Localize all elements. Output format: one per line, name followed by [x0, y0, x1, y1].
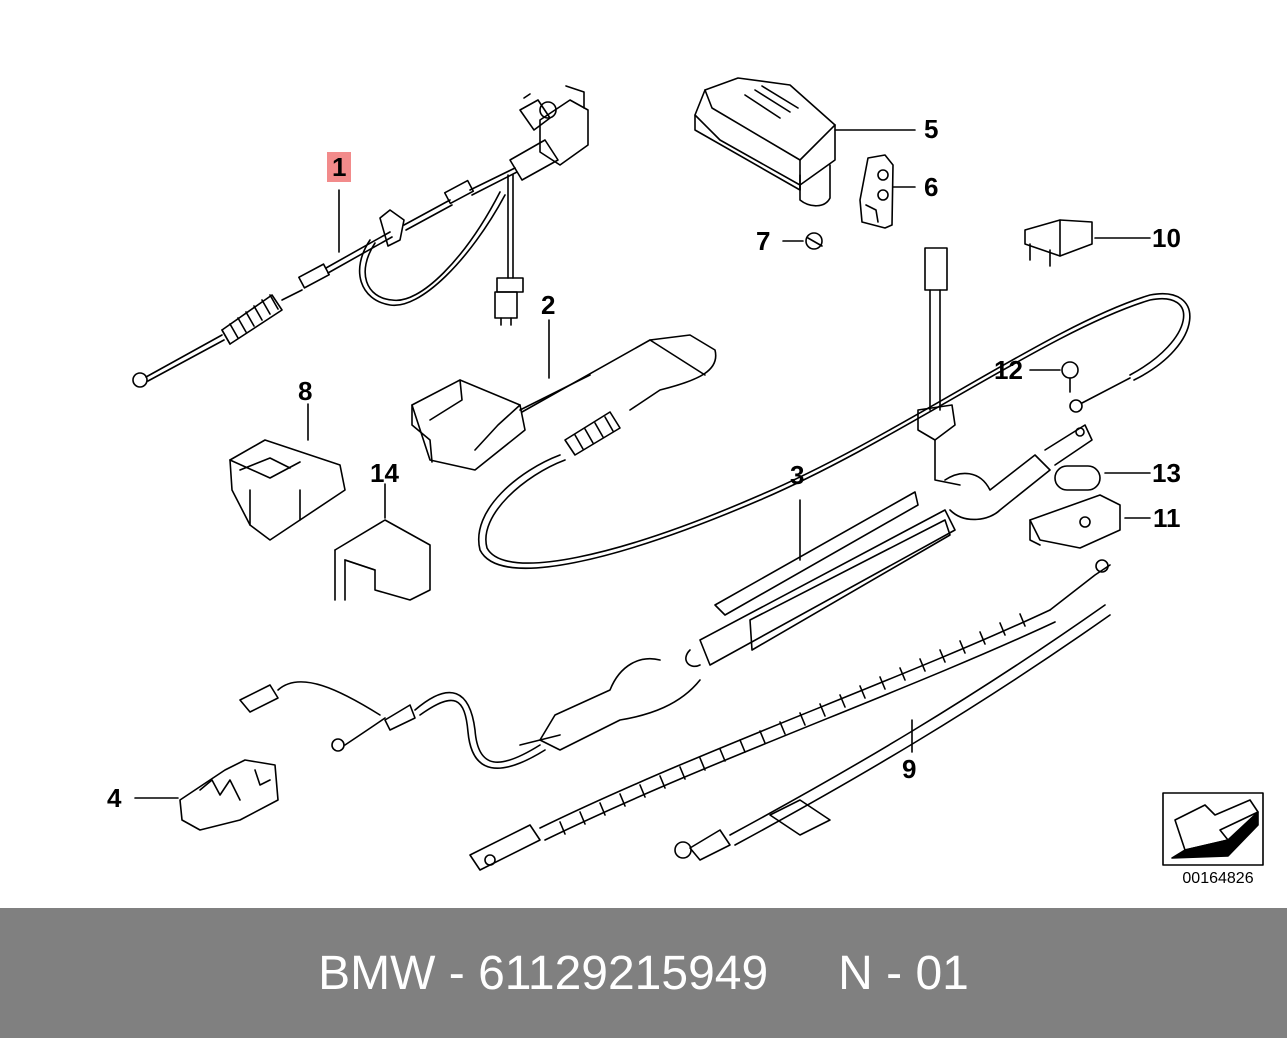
part-5-module	[694, 77, 916, 207]
reference-number: 00164826	[1182, 870, 1254, 887]
callout-1: 1	[327, 152, 352, 182]
part-3-actuator	[519, 247, 1093, 751]
callout-9: 9	[902, 754, 917, 784]
footer-page-label: N - 01	[838, 946, 969, 1000]
callout-13: 13	[1152, 458, 1181, 488]
callout-4: 4	[107, 783, 122, 813]
callout-5: 5	[924, 114, 939, 144]
callout-8: 8	[298, 376, 313, 406]
part-2-cable	[411, 292, 1191, 569]
callout-2: 2	[541, 290, 556, 320]
part-1-cable	[132, 85, 589, 388]
callout-6: 6	[924, 172, 939, 202]
callout-10: 10	[1152, 223, 1181, 253]
part-8-switch	[229, 403, 346, 541]
part-6-bracket	[859, 154, 916, 229]
part-9-cables	[469, 559, 1111, 871]
callout-11: 11	[1153, 503, 1181, 533]
direction-arrow-icon	[1162, 792, 1264, 866]
part-7-clip	[782, 232, 823, 250]
callout-12: 12	[994, 355, 1023, 385]
diagram-drawing	[132, 77, 1264, 871]
parts-diagram: 1 2 3 4 5 6 7 8 9 10 11 12 13 14 0016482…	[107, 77, 1264, 887]
footer-part-number: BMW - 61129215949	[318, 946, 769, 1000]
part-12-pin	[1029, 361, 1131, 413]
part-13-ring	[1054, 465, 1151, 491]
part-11-holder	[1029, 494, 1151, 549]
callout-3: 3	[790, 460, 805, 490]
callout-7: 7	[756, 226, 771, 256]
part-14-bracket	[334, 483, 431, 601]
callout-14: 14	[370, 458, 399, 488]
footer-caption: BMW - 61129215949 N - 01	[0, 908, 1287, 1038]
part-4-clip	[134, 681, 546, 831]
footer-bar: BMW - 61129215949 N - 01	[0, 908, 1287, 1038]
part-10-connector	[1024, 219, 1151, 267]
